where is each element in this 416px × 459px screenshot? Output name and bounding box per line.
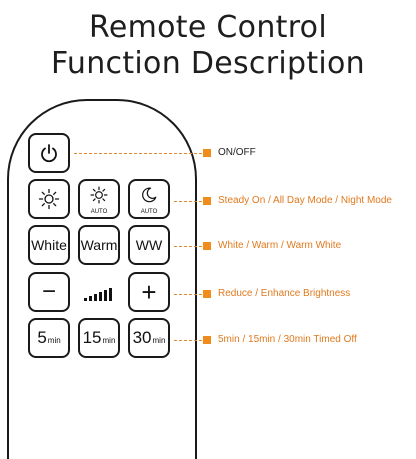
- min-unit: min: [152, 336, 166, 345]
- callout-marker-power: [203, 149, 211, 157]
- desc-timers: 5min / 15min / 30min Timed Off: [218, 334, 357, 345]
- callout-line-power: [74, 153, 202, 154]
- desc-modes: Steady On / All Day Mode / Night Mode: [218, 195, 392, 206]
- min-unit: min: [102, 336, 116, 345]
- callout-marker-brightness: [203, 290, 211, 298]
- callout-marker-colors: [203, 242, 211, 250]
- callout-line-timers: [174, 340, 202, 341]
- min-unit: min: [47, 336, 61, 345]
- title-line-2: Function Description: [51, 46, 365, 81]
- desc-power: ON/OFF: [218, 147, 256, 158]
- brightness-level-icon: [84, 287, 118, 301]
- warm-white-button[interactable]: WW: [128, 225, 170, 265]
- warm-label: Warm: [80, 237, 118, 253]
- moon-auto-icon: [142, 187, 157, 203]
- white-button[interactable]: White: [28, 225, 70, 265]
- callout-line-colors: [174, 246, 202, 247]
- power-button[interactable]: [28, 133, 70, 173]
- auto-label: AUTO: [90, 209, 108, 215]
- callout-line-modes: [174, 201, 202, 202]
- minus-icon: −: [41, 278, 56, 305]
- timer-15-number: 15: [82, 328, 102, 347]
- timer-5-number: 5: [37, 328, 47, 347]
- auto-label: AUTO: [140, 209, 158, 215]
- title-line-1: Remote Control: [89, 10, 327, 45]
- sun-auto-icon: [90, 186, 108, 204]
- ww-label: WW: [135, 237, 163, 253]
- enhance-brightness-button[interactable]: +: [128, 272, 170, 312]
- steady-on-button[interactable]: [28, 179, 70, 219]
- reduce-brightness-button[interactable]: −: [28, 272, 70, 312]
- warm-button[interactable]: Warm: [78, 225, 120, 265]
- timer-30-number: 30: [132, 328, 152, 347]
- white-label: White: [31, 237, 67, 253]
- power-icon: [41, 144, 57, 163]
- desc-brightness: Reduce / Enhance Brightness: [218, 288, 351, 299]
- desc-colors: White / Warm / Warm White: [218, 240, 342, 251]
- all-day-mode-button[interactable]: AUTO: [78, 179, 120, 219]
- callout-marker-timers: [203, 336, 211, 344]
- callout-line-brightness: [174, 294, 202, 295]
- plus-icon: +: [141, 277, 157, 307]
- callout-marker-modes: [203, 197, 211, 205]
- sun-icon: [38, 188, 60, 210]
- night-mode-button[interactable]: AUTO: [128, 179, 170, 219]
